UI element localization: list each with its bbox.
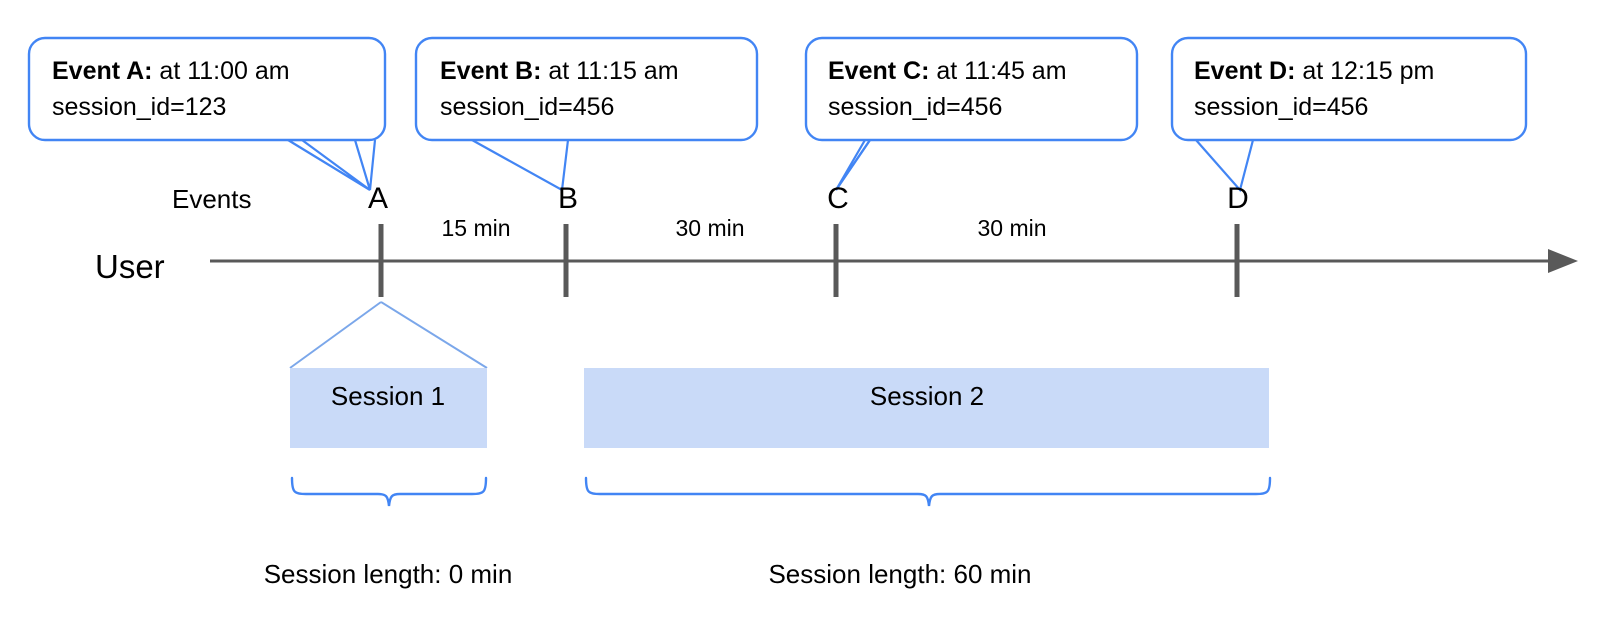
timeline-axis <box>210 249 1578 273</box>
event-letter-c: C <box>827 182 849 215</box>
callout-d: Event D: at 12:15 pm session_id=456 <box>1170 36 1528 193</box>
callout-d-line1: Event D: at 12:15 pm <box>1194 57 1434 85</box>
callout-c-tail-edge <box>835 139 871 191</box>
callout-a-box <box>27 36 387 142</box>
event-letter-d: D <box>1227 182 1249 215</box>
callout-a-lead: Event A: <box>52 57 152 85</box>
lane-label-user: User <box>95 248 165 285</box>
callout-c-box <box>804 36 1139 142</box>
gap-label-a-b: 15 min <box>441 215 510 241</box>
lane-label-events: Events <box>172 184 252 214</box>
callout-b-line1: Event B: at 11:15 am <box>440 57 679 85</box>
session-1-funnel-connector <box>289 301 488 369</box>
session-1-brace <box>290 476 488 507</box>
gap-label-c-d: 30 min <box>977 215 1046 241</box>
callout-b-tail <box>471 139 570 192</box>
callout-a-rest: at 11:00 am <box>152 57 289 85</box>
session-1-rect <box>290 368 487 448</box>
callout-c-line1: Event C: at 11:45 am <box>828 57 1067 85</box>
session-2-brace <box>584 476 1272 507</box>
callout-a: Event A: at 11:00 am session_id=123 <box>27 36 387 191</box>
callout-b: Event B: at 11:15 am session_id=456 <box>414 36 759 192</box>
session-1-label: Session 1 <box>331 381 445 411</box>
callout-c: Event C: at 11:45 am session_id=456 <box>804 36 1139 191</box>
callout-d-tail <box>1195 139 1255 193</box>
callout-b-rest: at 11:15 am <box>541 57 678 85</box>
callout-a-line2: session_id=123 <box>52 93 226 121</box>
callout-b-lead: Event B: <box>440 57 541 85</box>
callout-c-rest: at 11:45 am <box>929 57 1066 85</box>
callout-c-lead: Event C: <box>828 57 929 85</box>
gap-label-b-c: 30 min <box>675 215 744 241</box>
event-letter-b: B <box>558 182 578 215</box>
session-2-rect <box>584 368 1269 448</box>
event-letter-a: A <box>368 182 388 215</box>
callout-d-box <box>1170 36 1528 142</box>
callout-c-line2: session_id=456 <box>828 93 1002 121</box>
callout-a-line1: Event A: at 11:00 am <box>52 57 290 85</box>
callout-b-box <box>414 36 759 142</box>
session-2-bar: Session 2 <box>584 368 1269 448</box>
timeline-axis-arrowhead <box>1548 249 1578 273</box>
session-1-length-label: Session length: 0 min <box>264 559 513 589</box>
session-2-length-label: Session length: 60 min <box>768 559 1031 589</box>
session-1-bar: Session 1 <box>290 368 487 448</box>
callout-d-rest: at 12:15 pm <box>1295 57 1434 85</box>
callout-d-line2: session_id=456 <box>1194 93 1368 121</box>
callout-a-tail-right <box>353 139 377 191</box>
callout-d-lead: Event D: <box>1194 57 1295 85</box>
callout-b-line2: session_id=456 <box>440 93 614 121</box>
session-2-label: Session 2 <box>870 381 984 411</box>
